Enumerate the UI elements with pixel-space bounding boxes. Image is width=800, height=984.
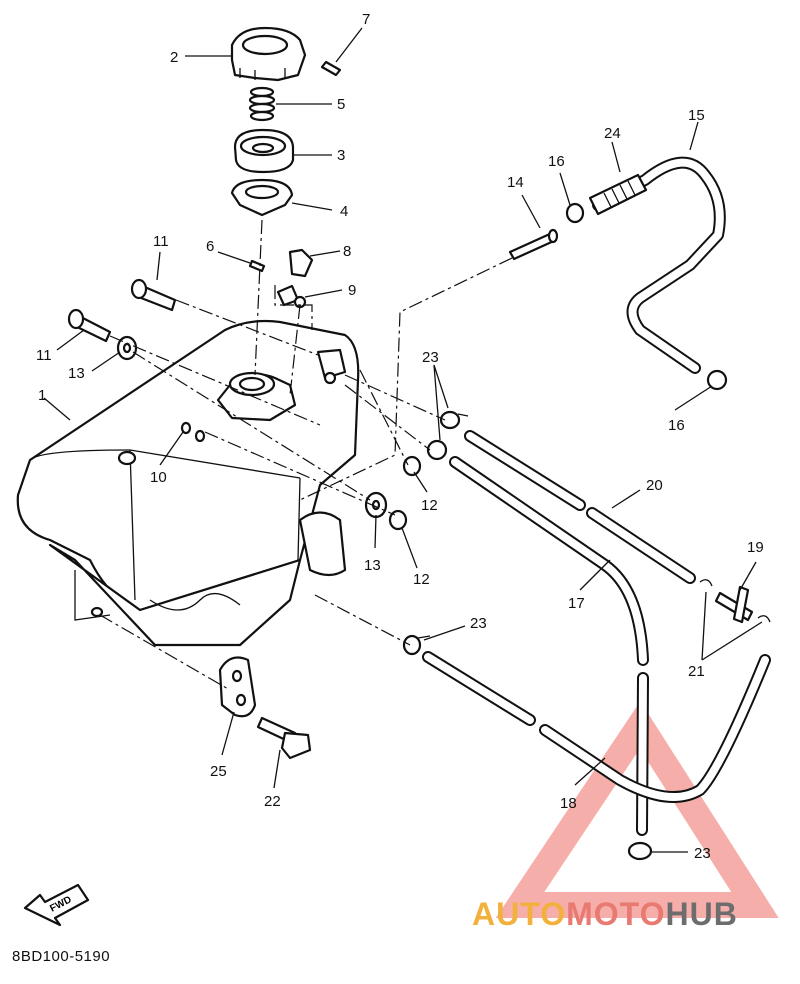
oil-tank [16,319,360,647]
breather-hose [592,156,726,374]
watermark-hub: HUB [665,896,738,932]
grommet [288,248,314,278]
callout-12-a: 12 [421,497,438,514]
bolt-upper [130,278,177,312]
callout-24: 24 [604,125,621,142]
oil-cap [230,26,307,82]
cap-seal [233,128,295,174]
callout-23-b: 23 [470,615,487,632]
bolt-22 [256,716,312,760]
clips-21 [699,579,771,623]
hose-18 [422,651,771,804]
assembly-lines [99,219,513,691]
callout-3: 3 [337,147,345,164]
callout-18: 18 [560,795,577,812]
callout-labels: 1 2 3 4 5 6 7 8 9 10 11 11 12 12 13 13 1… [36,11,764,862]
union-bolt [508,228,559,261]
callout-25: 25 [210,763,227,780]
callout-1: 1 [38,387,46,404]
callout-17: 17 [568,595,585,612]
collar-12-b [388,509,408,531]
callout-16-b: 16 [668,417,685,434]
callout-10: 10 [150,469,167,486]
watermark-moto: MOTO [566,896,666,932]
washer-13-b [364,491,388,519]
callout-21: 21 [688,663,705,680]
clamp-16-lower [706,369,728,391]
clips-10 [180,421,206,443]
clamp-16-upper [565,202,585,224]
fwd-arrow: FWD [23,883,90,927]
callout-22: 22 [264,793,281,810]
callout-8: 8 [343,243,351,260]
callout-19: 19 [747,539,764,556]
clamp-23-c [402,634,431,656]
hose-17 [449,456,649,836]
callout-20: 20 [646,477,663,494]
callout-15: 15 [688,107,705,124]
diagram-code: 8BD100-5190 [12,948,111,965]
callout-4: 4 [340,203,348,220]
gasket [230,178,294,217]
callout-7: 7 [362,11,370,28]
callout-13-a: 13 [68,365,85,382]
dowel-pin [248,259,266,273]
clamp-23-b [426,439,448,461]
watermark-triangle [495,701,779,918]
callout-12-b: 12 [413,571,430,588]
protector-spring [588,173,648,216]
clamp-23-a [439,410,469,430]
callout-16-a: 16 [548,153,565,170]
washer-13-a [116,335,138,361]
callout-14: 14 [507,174,524,191]
callout-6: 6 [206,238,214,255]
callout-23-a: 23 [422,349,439,366]
clamp-23-d [627,841,653,861]
spring [248,86,276,122]
leader-lines [43,27,763,853]
callout-13-b: 13 [364,557,381,574]
hose-joint [714,585,754,624]
watermark-text: AUTOMOTOHUB [472,896,738,933]
watermark-auto: AUTO [472,896,567,932]
hose-20 [464,430,696,584]
collar-12-a [402,455,422,477]
callout-5: 5 [337,96,345,113]
stay-bracket [218,656,257,718]
callout-2: 2 [170,49,178,66]
callout-9: 9 [348,282,356,299]
cap-pin [320,60,342,77]
callout-23-c: 23 [694,845,711,862]
clip-bracket [276,284,307,309]
callout-11-a: 11 [153,233,169,250]
bolt-lower [67,308,112,343]
callout-11-b: 11 [36,347,52,364]
